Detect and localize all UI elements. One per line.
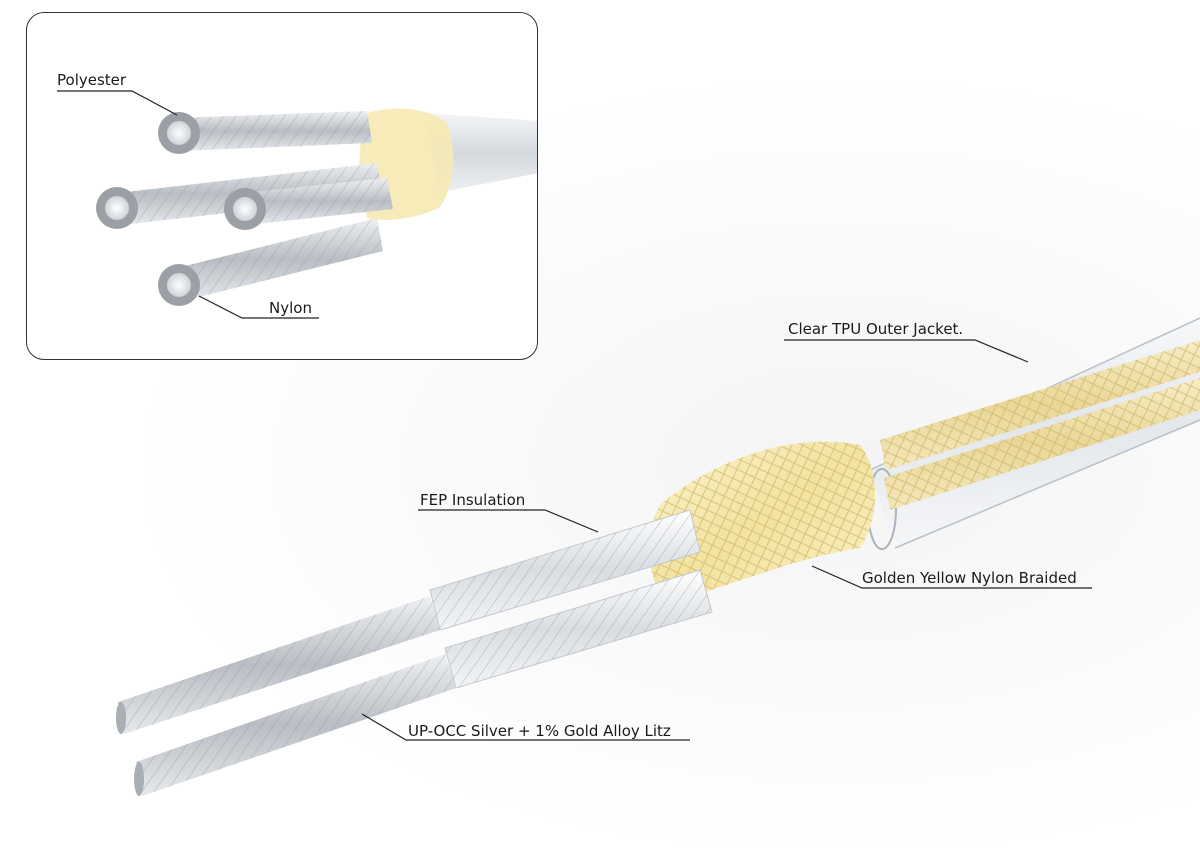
inset-illustration <box>57 90 537 319</box>
braid-wrap-shape <box>649 441 875 600</box>
inset-strand-ends <box>96 112 266 306</box>
outer-jacket-label: Clear TPU Outer Jacket. <box>788 320 964 338</box>
leader-lines <box>361 339 1092 741</box>
nylon-label: Nylon <box>269 299 312 317</box>
inset-strands <box>117 111 393 301</box>
conductor-label: UP-OCC Silver + 1% Gold Alloy Litz <box>408 722 671 740</box>
inset-panel: Polyester Nylon <box>26 12 538 360</box>
litz-conductor-shape <box>116 596 456 796</box>
fep-insulation-label: FEP Insulation <box>420 491 526 509</box>
braided-cores-shape <box>880 340 1200 510</box>
fep-insulation-shape <box>429 509 713 689</box>
braid-label: Golden Yellow Nylon Braided <box>862 569 1077 587</box>
polyester-label: Polyester <box>57 71 127 89</box>
